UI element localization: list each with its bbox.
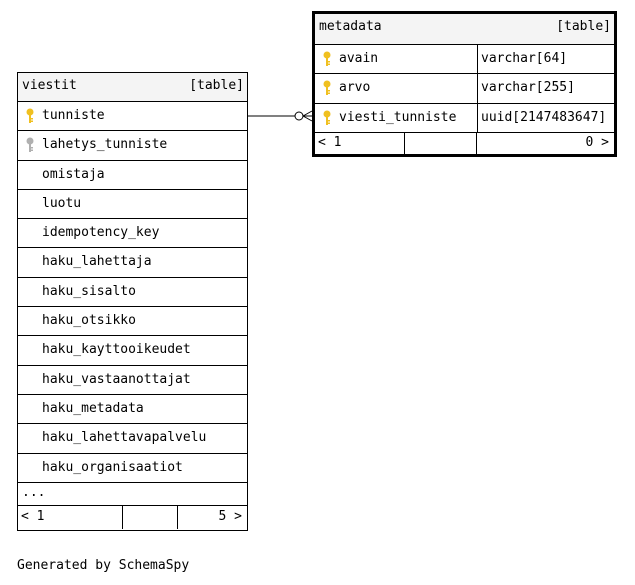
column-row[interactable]: lahetys_tunniste xyxy=(18,131,247,161)
primary-key-icon xyxy=(322,51,332,67)
column-name: viesti_tunniste xyxy=(339,109,457,125)
column-name: haku_sisalto xyxy=(42,283,136,299)
column-row[interactable]: arvo varchar[255] xyxy=(315,74,617,104)
column-name: idempotency_key xyxy=(42,225,160,241)
table-header: metadata [table] xyxy=(315,14,614,45)
column-name: haku_lahettavapalvelu xyxy=(42,430,207,446)
column-row[interactable]: haku_metadata xyxy=(18,395,247,425)
footer-divider xyxy=(404,132,405,154)
column-row[interactable]: haku_otsikko xyxy=(18,307,247,337)
table-kind: [table] xyxy=(189,78,244,93)
column-row[interactable]: haku_vastaanottajat xyxy=(18,366,247,395)
table-name: metadata xyxy=(319,19,382,34)
column-row[interactable]: avain varchar[64] xyxy=(315,45,617,75)
column-name: haku_kayttooikeudet xyxy=(42,342,191,358)
column-name: lahetys_tunniste xyxy=(42,137,168,153)
column-row[interactable]: haku_organisaatiot xyxy=(18,454,247,483)
column-name: haku_lahettaja xyxy=(42,254,152,270)
column-name: tunniste xyxy=(42,108,105,123)
column-name: avain xyxy=(339,51,379,66)
column-row[interactable]: luotu xyxy=(18,190,247,220)
column-name: luotu xyxy=(42,195,82,211)
column-row[interactable]: tunniste xyxy=(18,102,247,132)
child-count[interactable]: 5 > xyxy=(218,508,242,524)
child-count[interactable]: 0 > xyxy=(585,134,609,150)
parent-count[interactable]: < 1 xyxy=(318,134,342,150)
column-row[interactable]: haku_lahettavapalvelu xyxy=(18,424,247,454)
footer-divider xyxy=(177,505,178,529)
table-name: viestit xyxy=(22,78,77,93)
table-metadata[interactable]: metadata [table] avain varchar[64] arvo var… xyxy=(312,11,617,157)
column-name: omistaja xyxy=(42,166,105,182)
table-header: viestit [table] xyxy=(18,73,247,102)
column-type: uuid[2147483647] xyxy=(477,103,617,132)
more-columns-ellipsis: ... xyxy=(22,484,46,500)
table-kind: [table] xyxy=(556,19,611,34)
primary-key-icon xyxy=(322,110,332,126)
column-type: varchar[64] xyxy=(477,45,617,74)
crowfoot-lower xyxy=(302,115,313,122)
table-viestit[interactable]: viestit [table] tunniste lahetys_tunniste… xyxy=(17,72,248,531)
column-row[interactable]: idempotency_key xyxy=(18,219,247,249)
column-name: haku_metadata xyxy=(42,400,144,416)
column-list: tunniste lahetys_tunniste omistaja luotu ide… xyxy=(18,102,247,483)
column-row[interactable]: omistaja xyxy=(18,161,247,190)
foreign-key-icon xyxy=(25,137,35,153)
generator-caption: Generated by SchemaSpy xyxy=(17,558,190,573)
primary-key-icon xyxy=(25,108,35,124)
footer-divider xyxy=(476,132,477,154)
column-row[interactable]: haku_kayttooikeudet xyxy=(18,336,247,366)
crowfoot-upper xyxy=(302,110,313,117)
column-row[interactable]: haku_sisalto xyxy=(18,278,247,308)
zero-cardinality-circle xyxy=(294,111,304,121)
column-name: haku_organisaatiot xyxy=(42,459,183,475)
column-row[interactable]: haku_lahettaja xyxy=(18,248,247,278)
column-name: haku_vastaanottajat xyxy=(42,371,191,387)
parent-count[interactable]: < 1 xyxy=(21,508,45,524)
footer-divider xyxy=(122,505,123,529)
primary-key-icon xyxy=(322,80,332,96)
table-footer: < 1 0 > xyxy=(315,132,614,154)
column-type: varchar[255] xyxy=(477,74,617,103)
column-name: arvo xyxy=(339,80,371,96)
more-columns-row: ... xyxy=(18,483,247,506)
column-row[interactable]: viesti_tunniste uuid[2147483647] xyxy=(315,103,617,133)
column-name: haku_otsikko xyxy=(42,313,136,329)
table-footer: < 1 5 > xyxy=(18,505,247,529)
